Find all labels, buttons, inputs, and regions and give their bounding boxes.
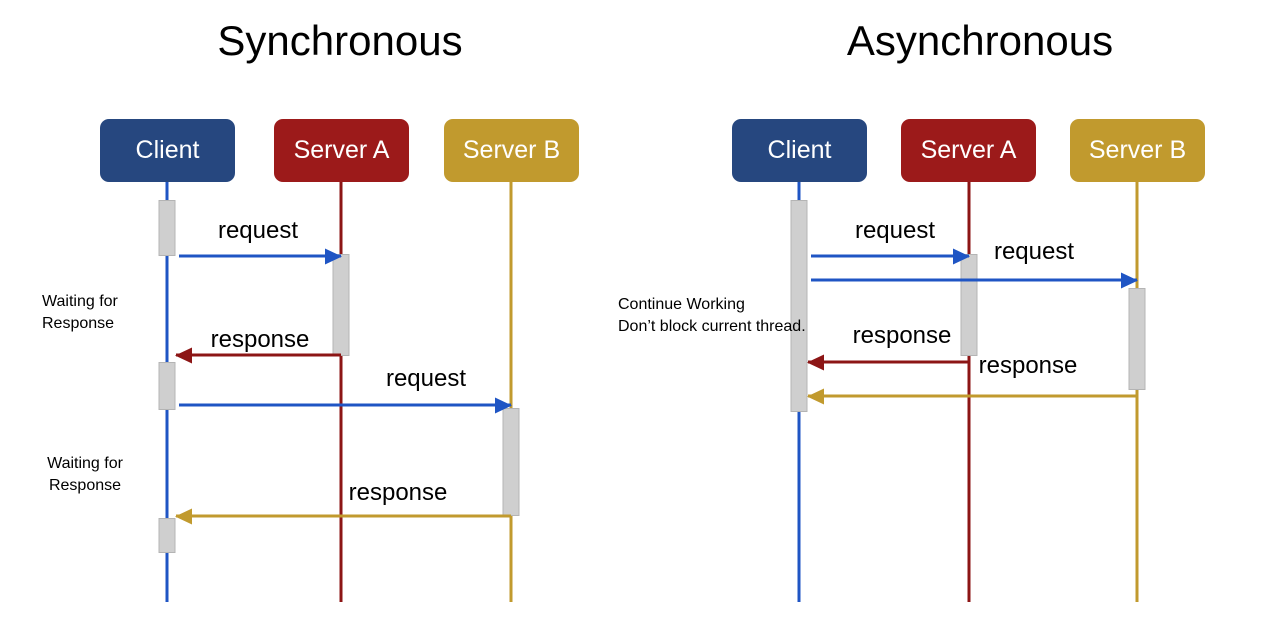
participant-server-a-async[interactable]: Server A bbox=[901, 119, 1036, 182]
page-title-synchronous: Synchronous bbox=[217, 17, 463, 64]
note-waiting-for-response-1: Waiting for Response bbox=[42, 293, 118, 332]
arrowhead-icon bbox=[495, 397, 512, 413]
message-arrow-sync-request-2 bbox=[179, 397, 512, 413]
note-waiting-for-response-2: Waiting for Response bbox=[47, 455, 123, 494]
participant-label: Server B bbox=[462, 136, 561, 164]
message-label-sync-request-1: request bbox=[217, 217, 299, 244]
message-arrow-async-response-1 bbox=[807, 354, 969, 370]
participant-label: Client bbox=[135, 136, 200, 164]
activation-server-b-async-1 bbox=[1128, 288, 1146, 390]
activation-server-a-sync-1 bbox=[332, 254, 350, 356]
participant-label: Server B bbox=[1088, 136, 1187, 164]
participant-server-a-sync[interactable]: Server A bbox=[274, 119, 409, 182]
message-label-async-response-2: response bbox=[978, 352, 1078, 379]
participant-client-async[interactable]: Client bbox=[732, 119, 867, 182]
message-arrow-sync-response-1 bbox=[175, 347, 341, 363]
participant-label: Client bbox=[767, 136, 832, 164]
message-label-async-request-1: request bbox=[854, 217, 936, 244]
message-arrow-async-request-2 bbox=[811, 272, 1138, 288]
arrowhead-icon bbox=[807, 354, 824, 370]
lifeline-server-a-sync bbox=[339, 181, 343, 602]
participant-server-b-sync[interactable]: Server B bbox=[444, 119, 579, 182]
note-continue-working: Continue Working Don’t block current thr… bbox=[618, 296, 806, 335]
message-label-sync-response-2: response bbox=[348, 479, 448, 506]
activation-server-a-async-1 bbox=[960, 254, 978, 356]
message-label-async-request-2: request bbox=[993, 238, 1075, 265]
message-arrow-async-response-2 bbox=[807, 388, 1137, 404]
message-label-sync-response-1: response bbox=[210, 326, 310, 353]
arrowhead-icon bbox=[325, 248, 342, 264]
participant-label: Server A bbox=[920, 136, 1017, 164]
message-arrow-sync-response-2 bbox=[175, 508, 511, 524]
arrowhead-icon bbox=[807, 388, 824, 404]
activation-server-b-sync-1 bbox=[502, 408, 520, 516]
arrowhead-icon bbox=[1121, 272, 1138, 288]
arrowhead-icon bbox=[175, 347, 192, 363]
page-title-asynchronous: Asynchronous bbox=[846, 17, 1114, 64]
participant-label: Server A bbox=[293, 136, 390, 164]
activation-client-sync-1 bbox=[158, 200, 176, 256]
message-label-sync-request-2: request bbox=[385, 365, 467, 392]
participant-server-b-async[interactable]: Server B bbox=[1070, 119, 1205, 182]
participant-client-sync[interactable]: Client bbox=[100, 119, 235, 182]
lifeline-server-a-async bbox=[967, 181, 971, 602]
lifeline-server-b-async bbox=[1135, 181, 1139, 602]
arrowhead-icon bbox=[953, 248, 970, 264]
lifeline-server-b-sync bbox=[509, 181, 513, 602]
activation-client-sync-3 bbox=[158, 518, 176, 553]
message-arrow-sync-request-1 bbox=[179, 248, 342, 264]
arrowhead-icon bbox=[175, 508, 192, 524]
activation-client-async-1 bbox=[790, 200, 808, 412]
message-arrow-async-request-1 bbox=[811, 248, 970, 264]
activation-client-sync-2 bbox=[158, 362, 176, 410]
message-label-async-response-1: response bbox=[852, 322, 952, 349]
